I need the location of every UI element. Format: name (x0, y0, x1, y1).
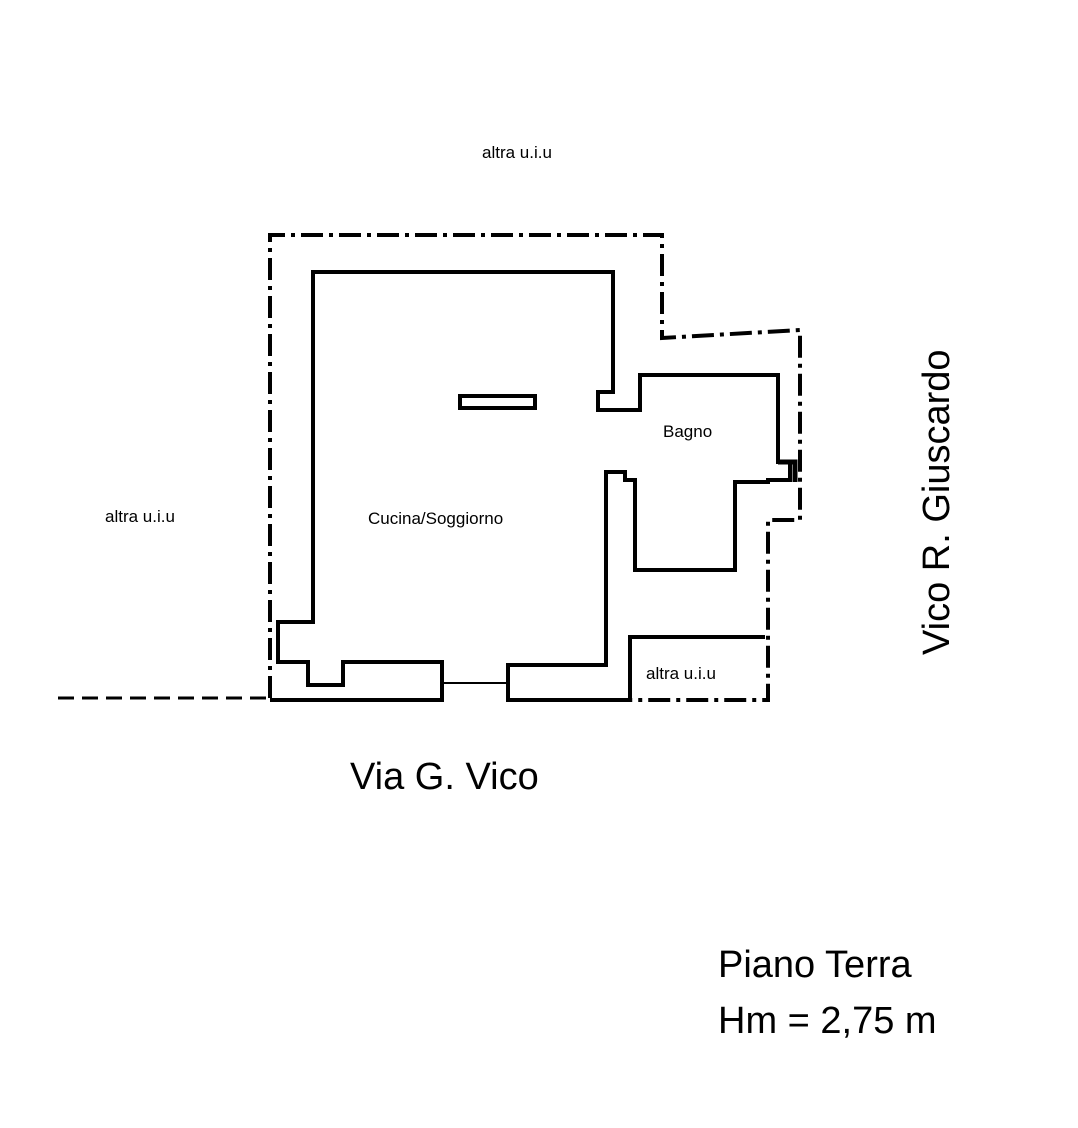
west-neighbor-label: altra u.i.u (105, 507, 175, 526)
exterior-wall (270, 270, 792, 702)
floor-height: Hm = 2,75 m (718, 1000, 937, 1042)
bathroom-label: Bagno (663, 422, 713, 441)
street-east-label: Vico R. Giuscardo (916, 349, 958, 655)
south-east-neighbor-label: altra u.i.u (646, 664, 716, 683)
street-south-label: Via G. Vico (350, 756, 539, 798)
north-neighbor-label: altra u.i.u (482, 143, 552, 162)
interior-element (458, 394, 537, 410)
floor-name: Piano Terra (718, 944, 912, 986)
living-room-label: Cucina/Soggiorno (368, 509, 504, 528)
bathroom-east-wall (778, 459, 798, 482)
property-boundary (268, 233, 802, 702)
